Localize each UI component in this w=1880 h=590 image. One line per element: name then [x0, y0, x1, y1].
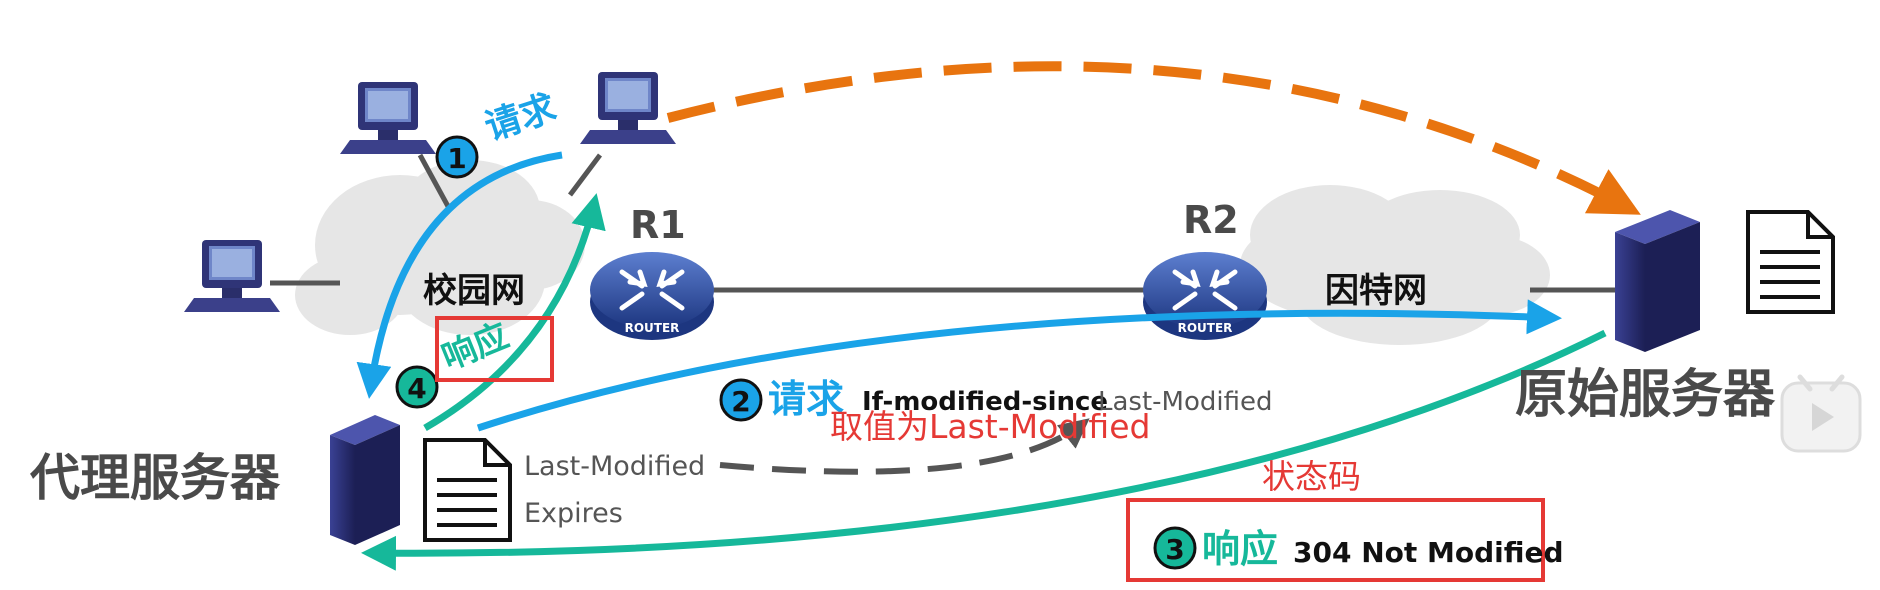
doc-field-expires: Expires: [524, 498, 623, 529]
campus-net-label: 校园网: [423, 271, 525, 311]
step3-response-arrow: [361, 329, 1607, 571]
status-highlight-box: [1126, 498, 1545, 582]
step2-header: If-modified-since: [862, 387, 1108, 417]
router-icon: ROUTER: [590, 252, 714, 340]
server-icon: [330, 415, 400, 545]
origin-server-label: 原始服务器: [1515, 365, 1776, 425]
internet-cloud: [1240, 185, 1550, 345]
router-caption: ROUTER: [1178, 321, 1233, 335]
router-icon: ROUTER: [1143, 252, 1267, 340]
status-note: 状态码: [1262, 457, 1361, 496]
step3-status: 304 Not Modified: [1293, 536, 1564, 569]
step4-badge: [395, 365, 439, 409]
router2-label: R2: [1183, 198, 1239, 242]
router1-label: R1: [630, 203, 686, 247]
step3-number: 3: [1165, 533, 1184, 566]
step2-label: 请求: [768, 377, 844, 421]
computer-icon: [184, 240, 280, 312]
computer-icon: [340, 82, 436, 154]
step2-value: Last-Modified: [1098, 387, 1272, 417]
step2-request-arrow: [476, 299, 1562, 432]
value-note: 取值为Last-Modified: [830, 407, 1150, 446]
router-caption: ROUTER: [625, 321, 680, 335]
step2-badge: [719, 378, 763, 422]
step2-number: 2: [731, 385, 750, 418]
step1-request-arrow: [356, 151, 563, 399]
proxy-server-label: 代理服务器: [29, 449, 281, 507]
doc-field-last-modified: Last-Modified: [524, 451, 705, 482]
step1-badge: [435, 135, 479, 179]
document-icon: [1746, 210, 1835, 314]
step4-number: 4: [407, 372, 426, 405]
response-highlight-box: [435, 316, 554, 382]
step3-label: 响应: [1202, 527, 1278, 571]
internet-label: 因特网: [1325, 271, 1427, 311]
step1-number: 1: [447, 142, 466, 175]
step3-badge: [1153, 526, 1197, 570]
last-modified-link-arrow: [719, 418, 1090, 475]
step4-response-arrow: [423, 193, 606, 432]
server-icon: [1615, 210, 1700, 352]
document-icon: [423, 438, 512, 542]
play-icon[interactable]: [1780, 374, 1862, 453]
step1-label: 请求: [480, 87, 561, 148]
computer-icon: [580, 72, 676, 144]
direct-request-arrow: [666, 61, 1641, 215]
